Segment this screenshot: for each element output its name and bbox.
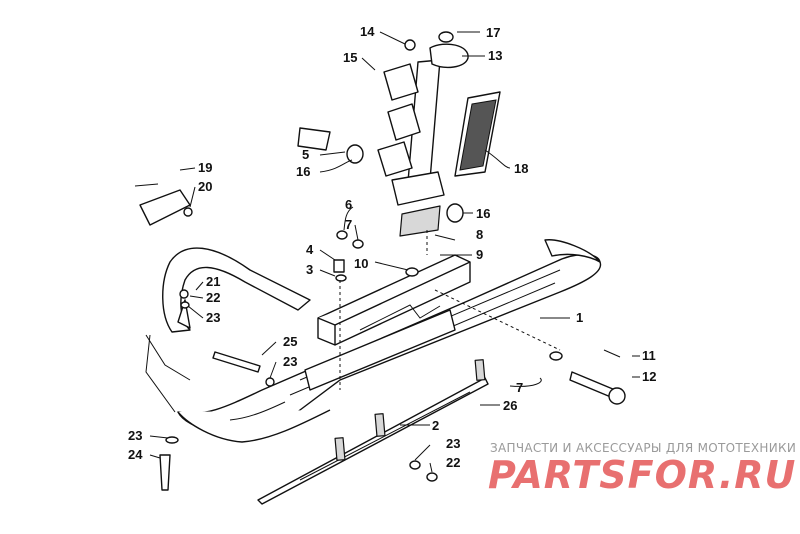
watermark: ЗАПЧАСТИ И АКСЕССУАРЫ ДЛЯ МОТОТЕХНИКИ PA…: [488, 441, 796, 497]
callout-7b: 7: [516, 380, 523, 395]
callout-12: 12: [642, 369, 656, 384]
callout-23d: 23: [446, 436, 460, 451]
wear-bar: [257, 359, 489, 505]
ski-handle: [162, 247, 311, 333]
callout-17: 17: [486, 25, 500, 40]
clamp-plate: [377, 63, 421, 177]
callout-1: 1: [576, 310, 583, 325]
callout-13: 13: [488, 48, 502, 63]
callout-16a: 16: [296, 164, 310, 179]
callout-2: 2: [432, 418, 439, 433]
watermark-logo: PARTSFOR.RU: [488, 453, 796, 497]
callout-19: 19: [198, 160, 212, 175]
saddle: [304, 254, 471, 391]
callout-21: 21: [206, 274, 220, 289]
callout-11: 11: [642, 348, 656, 363]
callout-14: 14: [360, 24, 375, 39]
callout-22b: 22: [446, 455, 460, 470]
callout-25: 25: [283, 334, 297, 349]
callout-20: 20: [198, 179, 212, 194]
callout-22a: 22: [206, 290, 220, 305]
callout-4: 4: [306, 242, 314, 257]
callout-23a: 23: [206, 310, 220, 325]
callout-15: 15: [343, 50, 357, 65]
watermark-caption: ЗАПЧАСТИ И АКСЕССУАРЫ ДЛЯ МОТОТЕХНИКИ: [490, 441, 796, 455]
callout-3: 3: [306, 262, 313, 277]
leader-lines: [145, 31, 640, 473]
callout-18: 18: [514, 161, 528, 176]
callout-24: 24: [128, 447, 143, 462]
callout-26: 26: [503, 398, 517, 413]
callouts: 1 2 3 4 5 6 7 7 8 9 10 11 12 13 14 15 16…: [128, 24, 656, 470]
skid-plate: [134, 183, 193, 226]
callout-7a: 7: [345, 217, 352, 232]
callout-23c: 23: [128, 428, 142, 443]
bolts: [159, 289, 438, 491]
plate: [454, 91, 501, 177]
callout-6: 6: [345, 197, 352, 212]
callout-23b: 23: [283, 354, 297, 369]
callout-8: 8: [476, 227, 483, 242]
callout-10: 10: [354, 256, 368, 271]
callout-9: 9: [476, 247, 483, 262]
callout-5: 5: [302, 147, 309, 162]
callout-16b: 16: [476, 206, 490, 221]
